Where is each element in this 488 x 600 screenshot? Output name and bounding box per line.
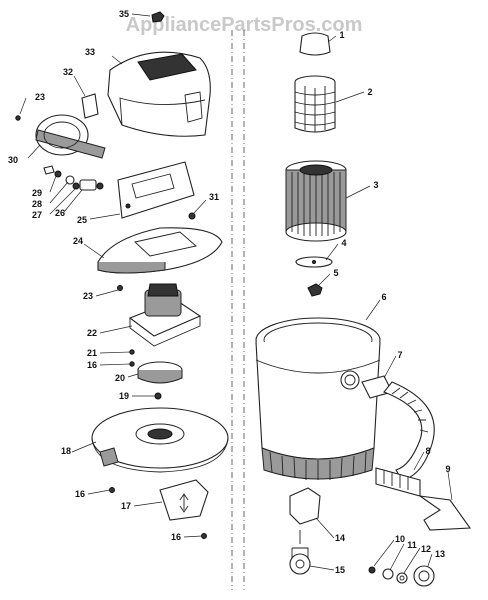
part-16-screw-b[interactable] [109,487,115,493]
callout-19: 19 [119,391,129,401]
callout-23-top: 23 [35,92,45,102]
part-24-motor-housing[interactable] [97,227,223,274]
part-11-washer[interactable] [382,568,394,580]
callout-16-c: 16 [171,532,181,542]
callout-25: 25 [77,215,87,225]
part-31-screw[interactable] [188,212,196,220]
callout-33: 33 [85,47,95,57]
callout-28: 28 [32,199,42,209]
part-22-motor[interactable] [128,283,202,347]
callout-13: 13 [435,549,445,559]
part-10-washer[interactable] [368,566,376,574]
callout-12: 12 [421,544,431,554]
part-32-plate[interactable] [81,93,99,119]
part-23-screw-lower[interactable] [117,285,123,291]
callout-7: 7 [397,350,402,360]
part-16-screw-c[interactable] [201,533,207,539]
callout-labels: 35 33 32 23 30 29 28 27 26 25 31 24 23 2… [8,9,451,575]
part-25-cover-plate[interactable] [117,161,195,219]
part-1-cap[interactable] [299,32,331,56]
callout-3: 3 [373,180,378,190]
part-15-caster[interactable] [289,530,311,575]
callout-10: 10 [395,534,405,544]
callout-24: 24 [73,236,83,246]
callout-6: 6 [381,292,386,302]
part-21-washer[interactable] [129,349,135,355]
part-12-washer[interactable] [396,572,408,584]
callout-8: 8 [425,446,430,456]
callout-35: 35 [119,9,129,19]
callout-30: 30 [8,155,18,165]
part-35-clip[interactable] [151,11,165,23]
part-29-28-27-switch-parts[interactable] [43,165,80,190]
callout-20: 20 [115,373,125,383]
callout-26: 26 [55,208,65,218]
part-3-cartridge-filter[interactable] [285,160,347,242]
callout-31: 31 [209,192,219,202]
part-9-nozzle[interactable] [419,495,472,531]
leader-lines [19,13,453,574]
part-8-hose[interactable] [375,381,435,497]
callout-16-a: 16 [87,360,97,370]
part-18-lid[interactable] [91,407,229,473]
callout-2: 2 [367,87,372,97]
part-19-screw[interactable] [154,392,162,400]
callout-9: 9 [445,464,450,474]
callout-21: 21 [87,348,97,358]
part-2-float-cage[interactable] [294,75,336,133]
callout-11: 11 [407,540,417,550]
callout-16-b: 16 [75,489,85,499]
watermark-text: AppliancePartsPros.com [126,14,363,36]
callout-23-lower: 23 [83,291,93,301]
part-17-latch[interactable] [159,479,209,521]
part-26-switch[interactable] [79,179,104,191]
part-14-caster-mount[interactable] [289,487,321,525]
callout-18: 18 [61,446,71,456]
part-23-screw-top[interactable] [15,115,21,121]
callout-4: 4 [341,238,346,248]
callout-32: 32 [63,67,73,77]
callout-5: 5 [333,268,338,278]
callout-22: 22 [87,328,97,338]
callout-29: 29 [32,188,42,198]
part-5-nut[interactable] [307,283,323,297]
callout-17: 17 [121,501,131,511]
callout-15: 15 [335,565,345,575]
callout-1: 1 [339,30,344,40]
callout-14: 14 [335,533,345,543]
part-33-top-cover[interactable] [107,51,211,137]
part-13-wheel-cap[interactable] [413,565,435,587]
part-30-handle[interactable] [35,114,106,159]
part-16-screw-a[interactable] [129,361,135,367]
part-6-tank[interactable] [255,317,381,480]
part-4-retainer-disc[interactable] [295,256,333,268]
part-20-impeller[interactable] [137,361,183,384]
callout-27: 27 [32,210,42,220]
